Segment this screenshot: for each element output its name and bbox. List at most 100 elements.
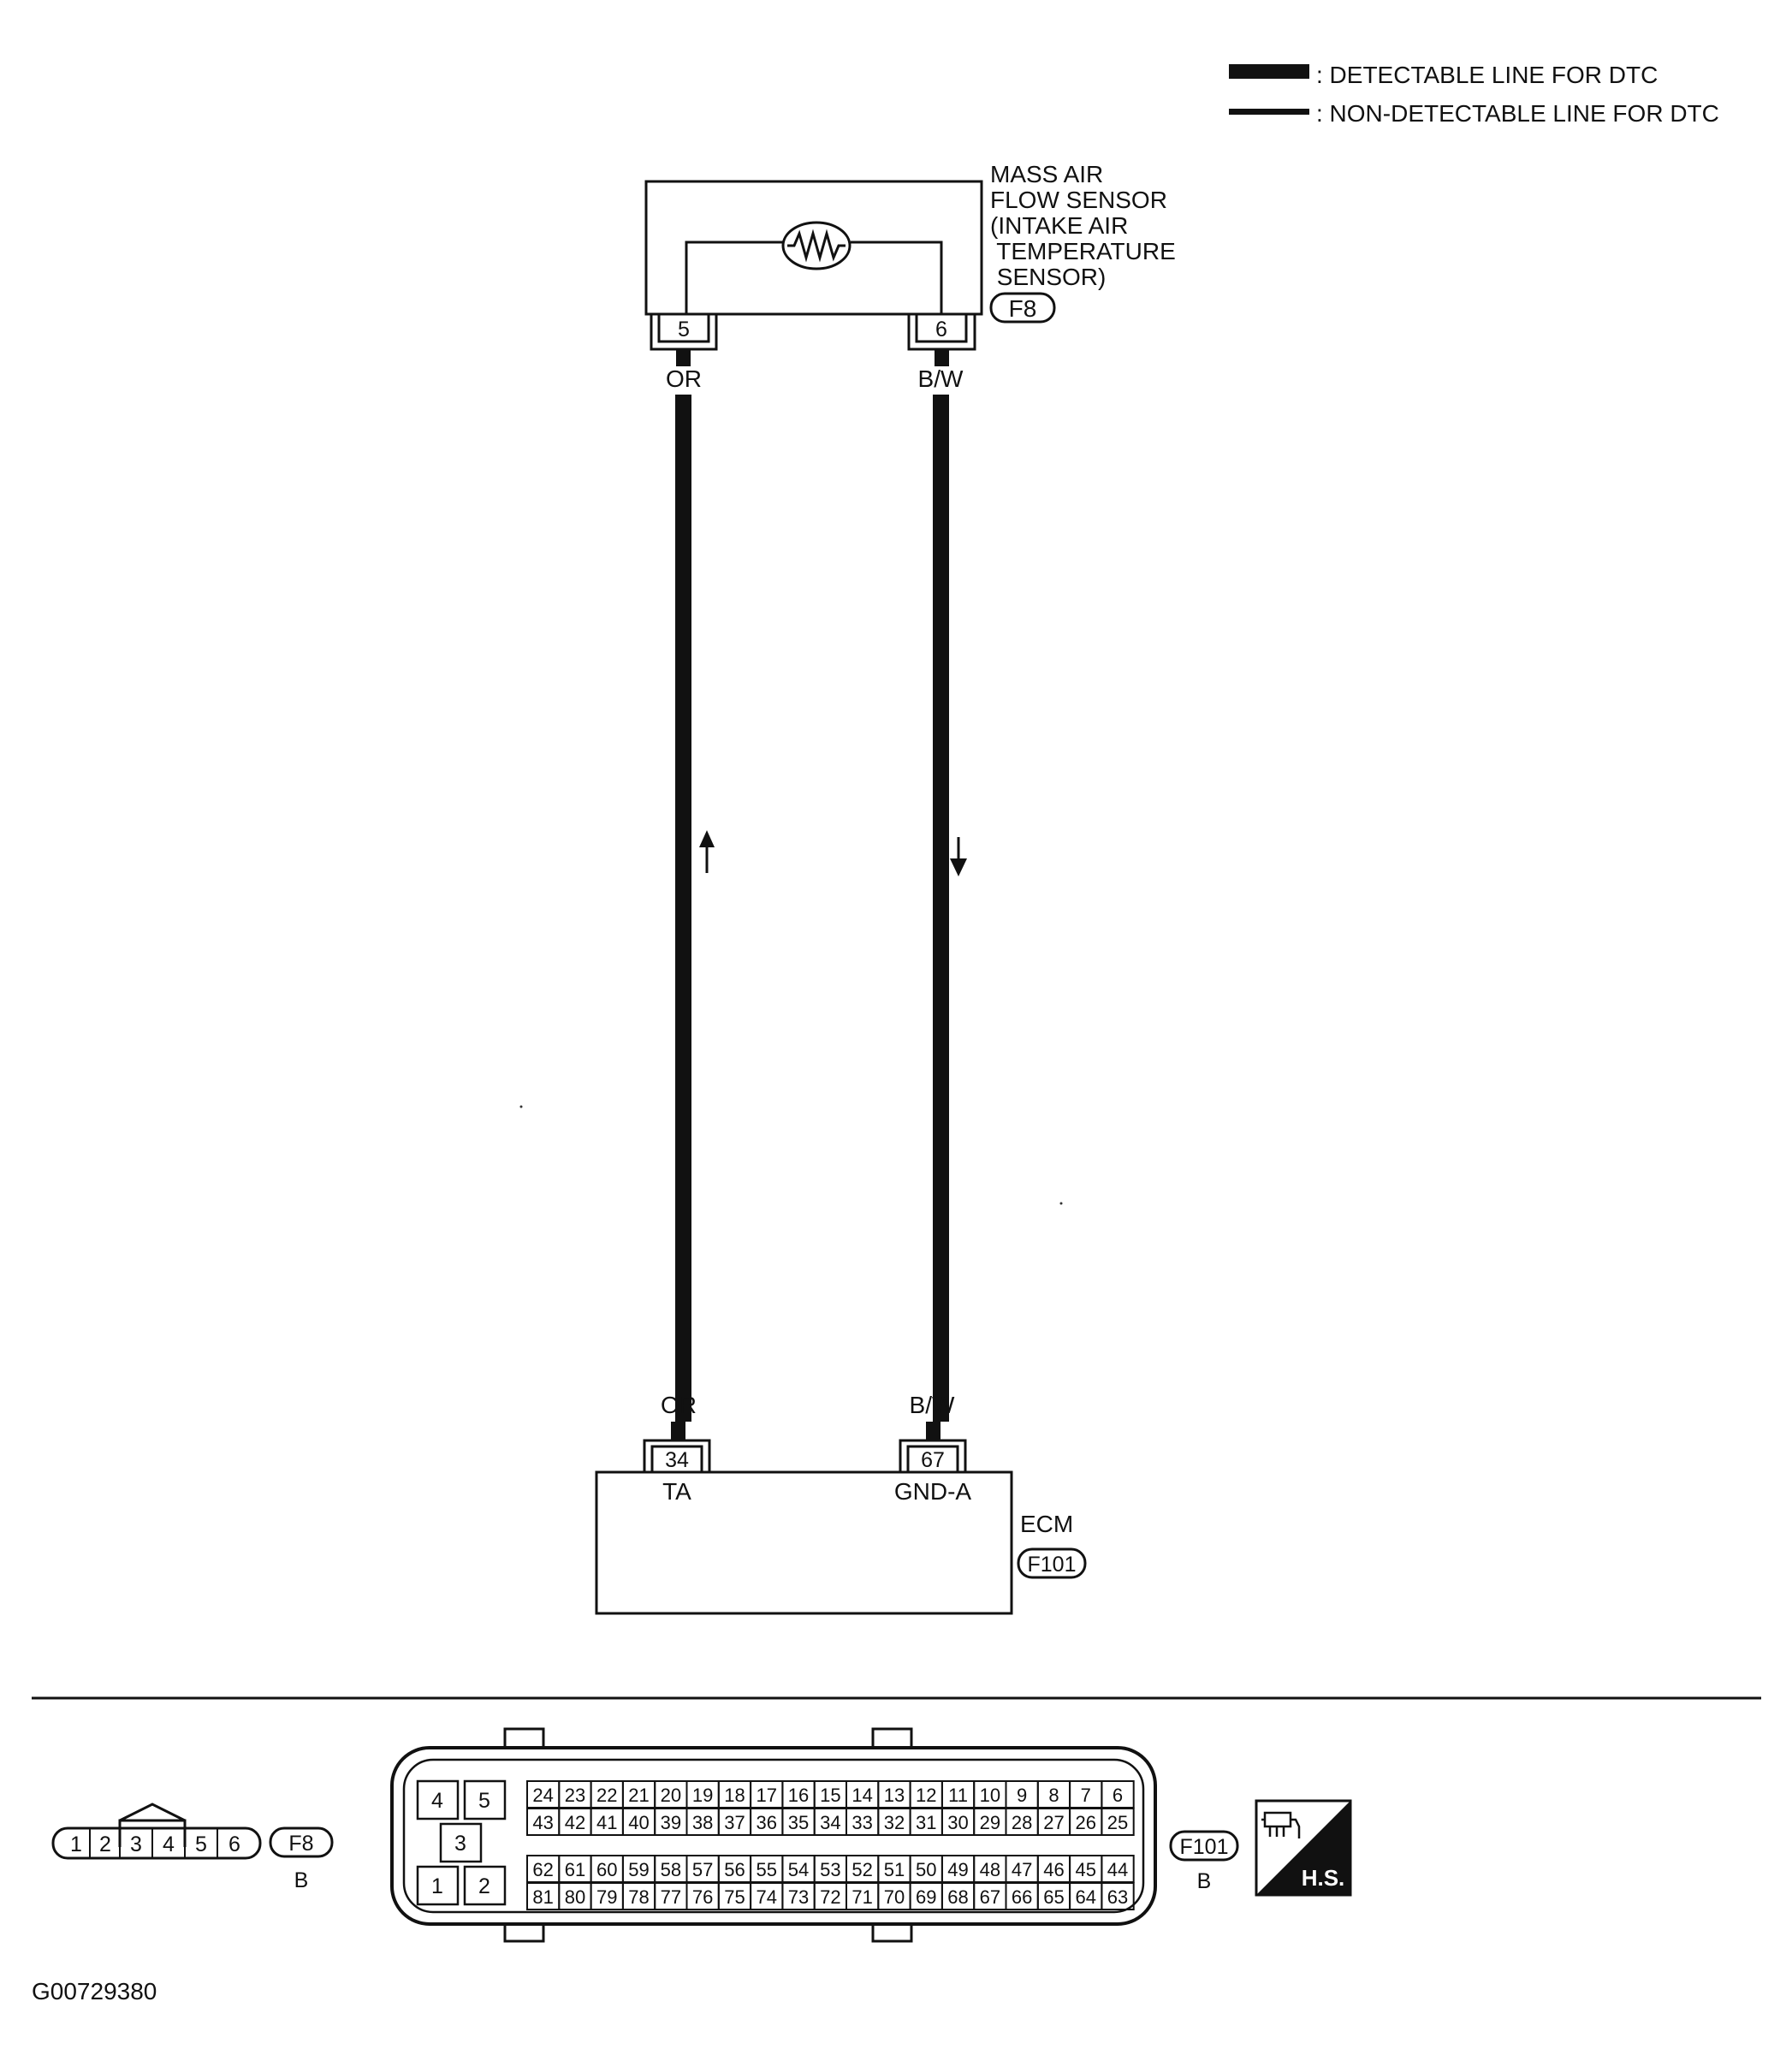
f101-pin-number: 57 bbox=[692, 1859, 713, 1880]
f101-pin-number: 22 bbox=[596, 1785, 617, 1806]
f101-pin-number: 67 bbox=[980, 1886, 1000, 1908]
non-detectable-line-swatch bbox=[1229, 109, 1309, 115]
f101-power-pin: 4 bbox=[431, 1789, 443, 1813]
wire-right-color-top: B/W bbox=[918, 365, 964, 392]
f101-pin-number: 66 bbox=[1012, 1886, 1032, 1908]
f101-power-pin: 1 bbox=[431, 1874, 443, 1898]
f101-pin-number: 29 bbox=[980, 1812, 1000, 1833]
scan-speck bbox=[519, 1105, 523, 1108]
f101-id: F101 bbox=[1180, 1835, 1229, 1859]
f101-pin-number: 56 bbox=[724, 1859, 745, 1880]
sensor-pin-6: 6 bbox=[907, 312, 976, 351]
mass-air-flow-sensor: MASS AIR FLOW SENSOR (INTAKE AIR TEMPERA… bbox=[644, 161, 1176, 351]
f101-pin-number: 50 bbox=[916, 1859, 936, 1880]
f101-pin-number: 24 bbox=[532, 1785, 553, 1806]
f101-power-pin: 5 bbox=[478, 1789, 490, 1813]
f8-pin: 6 bbox=[228, 1832, 240, 1856]
f101-power-pin: 3 bbox=[454, 1832, 466, 1856]
f8-color-code: B bbox=[294, 1868, 309, 1892]
f101-pin-number: 14 bbox=[851, 1785, 872, 1806]
wire-or: OR OR bbox=[661, 349, 715, 1440]
sensor-box bbox=[644, 180, 983, 316]
sensor-name-line-2: FLOW SENSOR bbox=[990, 187, 1167, 213]
ecm-connector-id: F101 bbox=[1028, 1553, 1077, 1577]
f8-pin: 1 bbox=[70, 1832, 82, 1856]
f101-pin-number: 53 bbox=[820, 1859, 840, 1880]
f101-pin-number: 17 bbox=[757, 1785, 777, 1806]
f101-pin-number: 23 bbox=[565, 1785, 585, 1806]
f101-pin-number: 46 bbox=[1043, 1859, 1064, 1880]
f101-pin-cell bbox=[1101, 1882, 1135, 1910]
ecm-pin-left-number: 34 bbox=[665, 1448, 689, 1472]
f101-pin-number: 77 bbox=[661, 1886, 681, 1908]
f101-pin-number: 30 bbox=[947, 1812, 968, 1833]
f101-pin-number: 79 bbox=[596, 1886, 617, 1908]
f101-pin-number: 62 bbox=[532, 1859, 553, 1880]
f101-pin-number: 41 bbox=[596, 1812, 617, 1833]
sensor-pin-right-number: 6 bbox=[935, 318, 947, 342]
wire-left-color-bottom: OR bbox=[661, 1392, 697, 1418]
sensor-name-line-3: (INTAKE AIR bbox=[990, 212, 1128, 239]
f101-pin-number: 69 bbox=[916, 1886, 936, 1908]
ecm: 34 67 TA GND-A ECM F101 bbox=[595, 1439, 1087, 1615]
f8-pin: 4 bbox=[163, 1832, 175, 1856]
f101-pin-number: 43 bbox=[532, 1812, 553, 1833]
f101-id-badge bbox=[1169, 1830, 1239, 1862]
f101-pin-number: 71 bbox=[851, 1886, 872, 1908]
sensor-internal-wire-left bbox=[685, 241, 783, 314]
f101-pin-number: 80 bbox=[565, 1886, 585, 1908]
f101-pin-number: 42 bbox=[565, 1812, 585, 1833]
f101-pin-number: 52 bbox=[851, 1859, 872, 1880]
wire-right-detectable-line bbox=[933, 395, 949, 1422]
f101-pin-cell bbox=[1101, 1808, 1135, 1836]
f101-pin-number: 20 bbox=[661, 1785, 681, 1806]
f101-pin-number: 81 bbox=[532, 1886, 553, 1908]
f8-pin: 2 bbox=[99, 1832, 111, 1856]
f101-pin-number: 75 bbox=[724, 1886, 745, 1908]
f101-pin-number: 55 bbox=[757, 1859, 777, 1880]
ecm-pin-left-signal: TA bbox=[662, 1478, 691, 1505]
f8-id: F8 bbox=[288, 1832, 313, 1856]
resistor-zigzag bbox=[787, 229, 846, 263]
f101-pin-number: 68 bbox=[947, 1886, 968, 1908]
f101-pin-number: 38 bbox=[692, 1812, 713, 1833]
sensor-internal-wire-right bbox=[851, 241, 943, 314]
f101-pin-number: 35 bbox=[788, 1812, 809, 1833]
f101-pin-number: 60 bbox=[596, 1859, 617, 1880]
f101-pin-number: 27 bbox=[1043, 1812, 1064, 1833]
f8-pin: 5 bbox=[195, 1832, 207, 1856]
f101-pin-number: 44 bbox=[1107, 1859, 1128, 1880]
f101-pin-number: 33 bbox=[851, 1812, 872, 1833]
f101-pin-number: 63 bbox=[1107, 1886, 1128, 1908]
scan-speck bbox=[1059, 1202, 1063, 1205]
f101-pin-number: 31 bbox=[916, 1812, 936, 1833]
f101-pin-number: 49 bbox=[947, 1859, 968, 1880]
f101-pin-number: 26 bbox=[1076, 1812, 1096, 1833]
f101-color-code: B bbox=[1197, 1869, 1212, 1893]
f101-pin-number: 6 bbox=[1113, 1785, 1123, 1806]
hs-badge: H.S. bbox=[1255, 1799, 1352, 1897]
wire-left-color-top: OR bbox=[666, 365, 702, 392]
sensor-name-line-5: SENSOR) bbox=[990, 264, 1106, 290]
f101-pin-number: 47 bbox=[1012, 1859, 1032, 1880]
f101-pin-number: 54 bbox=[788, 1859, 809, 1880]
f101-pin-number: 9 bbox=[1017, 1785, 1027, 1806]
f101-pin-number: 72 bbox=[820, 1886, 840, 1908]
legend-non-detectable-label: : NON-DETECTABLE LINE FOR DTC bbox=[1316, 100, 1719, 127]
ecm-name: ECM bbox=[1020, 1511, 1073, 1537]
sensor-pin-5: 5 bbox=[650, 312, 718, 351]
f101-pin-number: 59 bbox=[628, 1859, 649, 1880]
f101-id-group: F101 B bbox=[1169, 1830, 1239, 1893]
f101-pin-number: 21 bbox=[628, 1785, 649, 1806]
f101-pin-number: 10 bbox=[980, 1785, 1000, 1806]
sensor-name-line-1: MASS AIR bbox=[990, 161, 1103, 187]
f101-pin-number: 73 bbox=[788, 1886, 809, 1908]
f101-pin-number: 13 bbox=[884, 1785, 905, 1806]
harness-side-connector-icon bbox=[1261, 1811, 1301, 1838]
f101-pin-number: 18 bbox=[724, 1785, 745, 1806]
f101-pin-number: 58 bbox=[661, 1859, 681, 1880]
f8-pin: 3 bbox=[130, 1832, 142, 1856]
f101-power-pin: 2 bbox=[478, 1874, 490, 1898]
